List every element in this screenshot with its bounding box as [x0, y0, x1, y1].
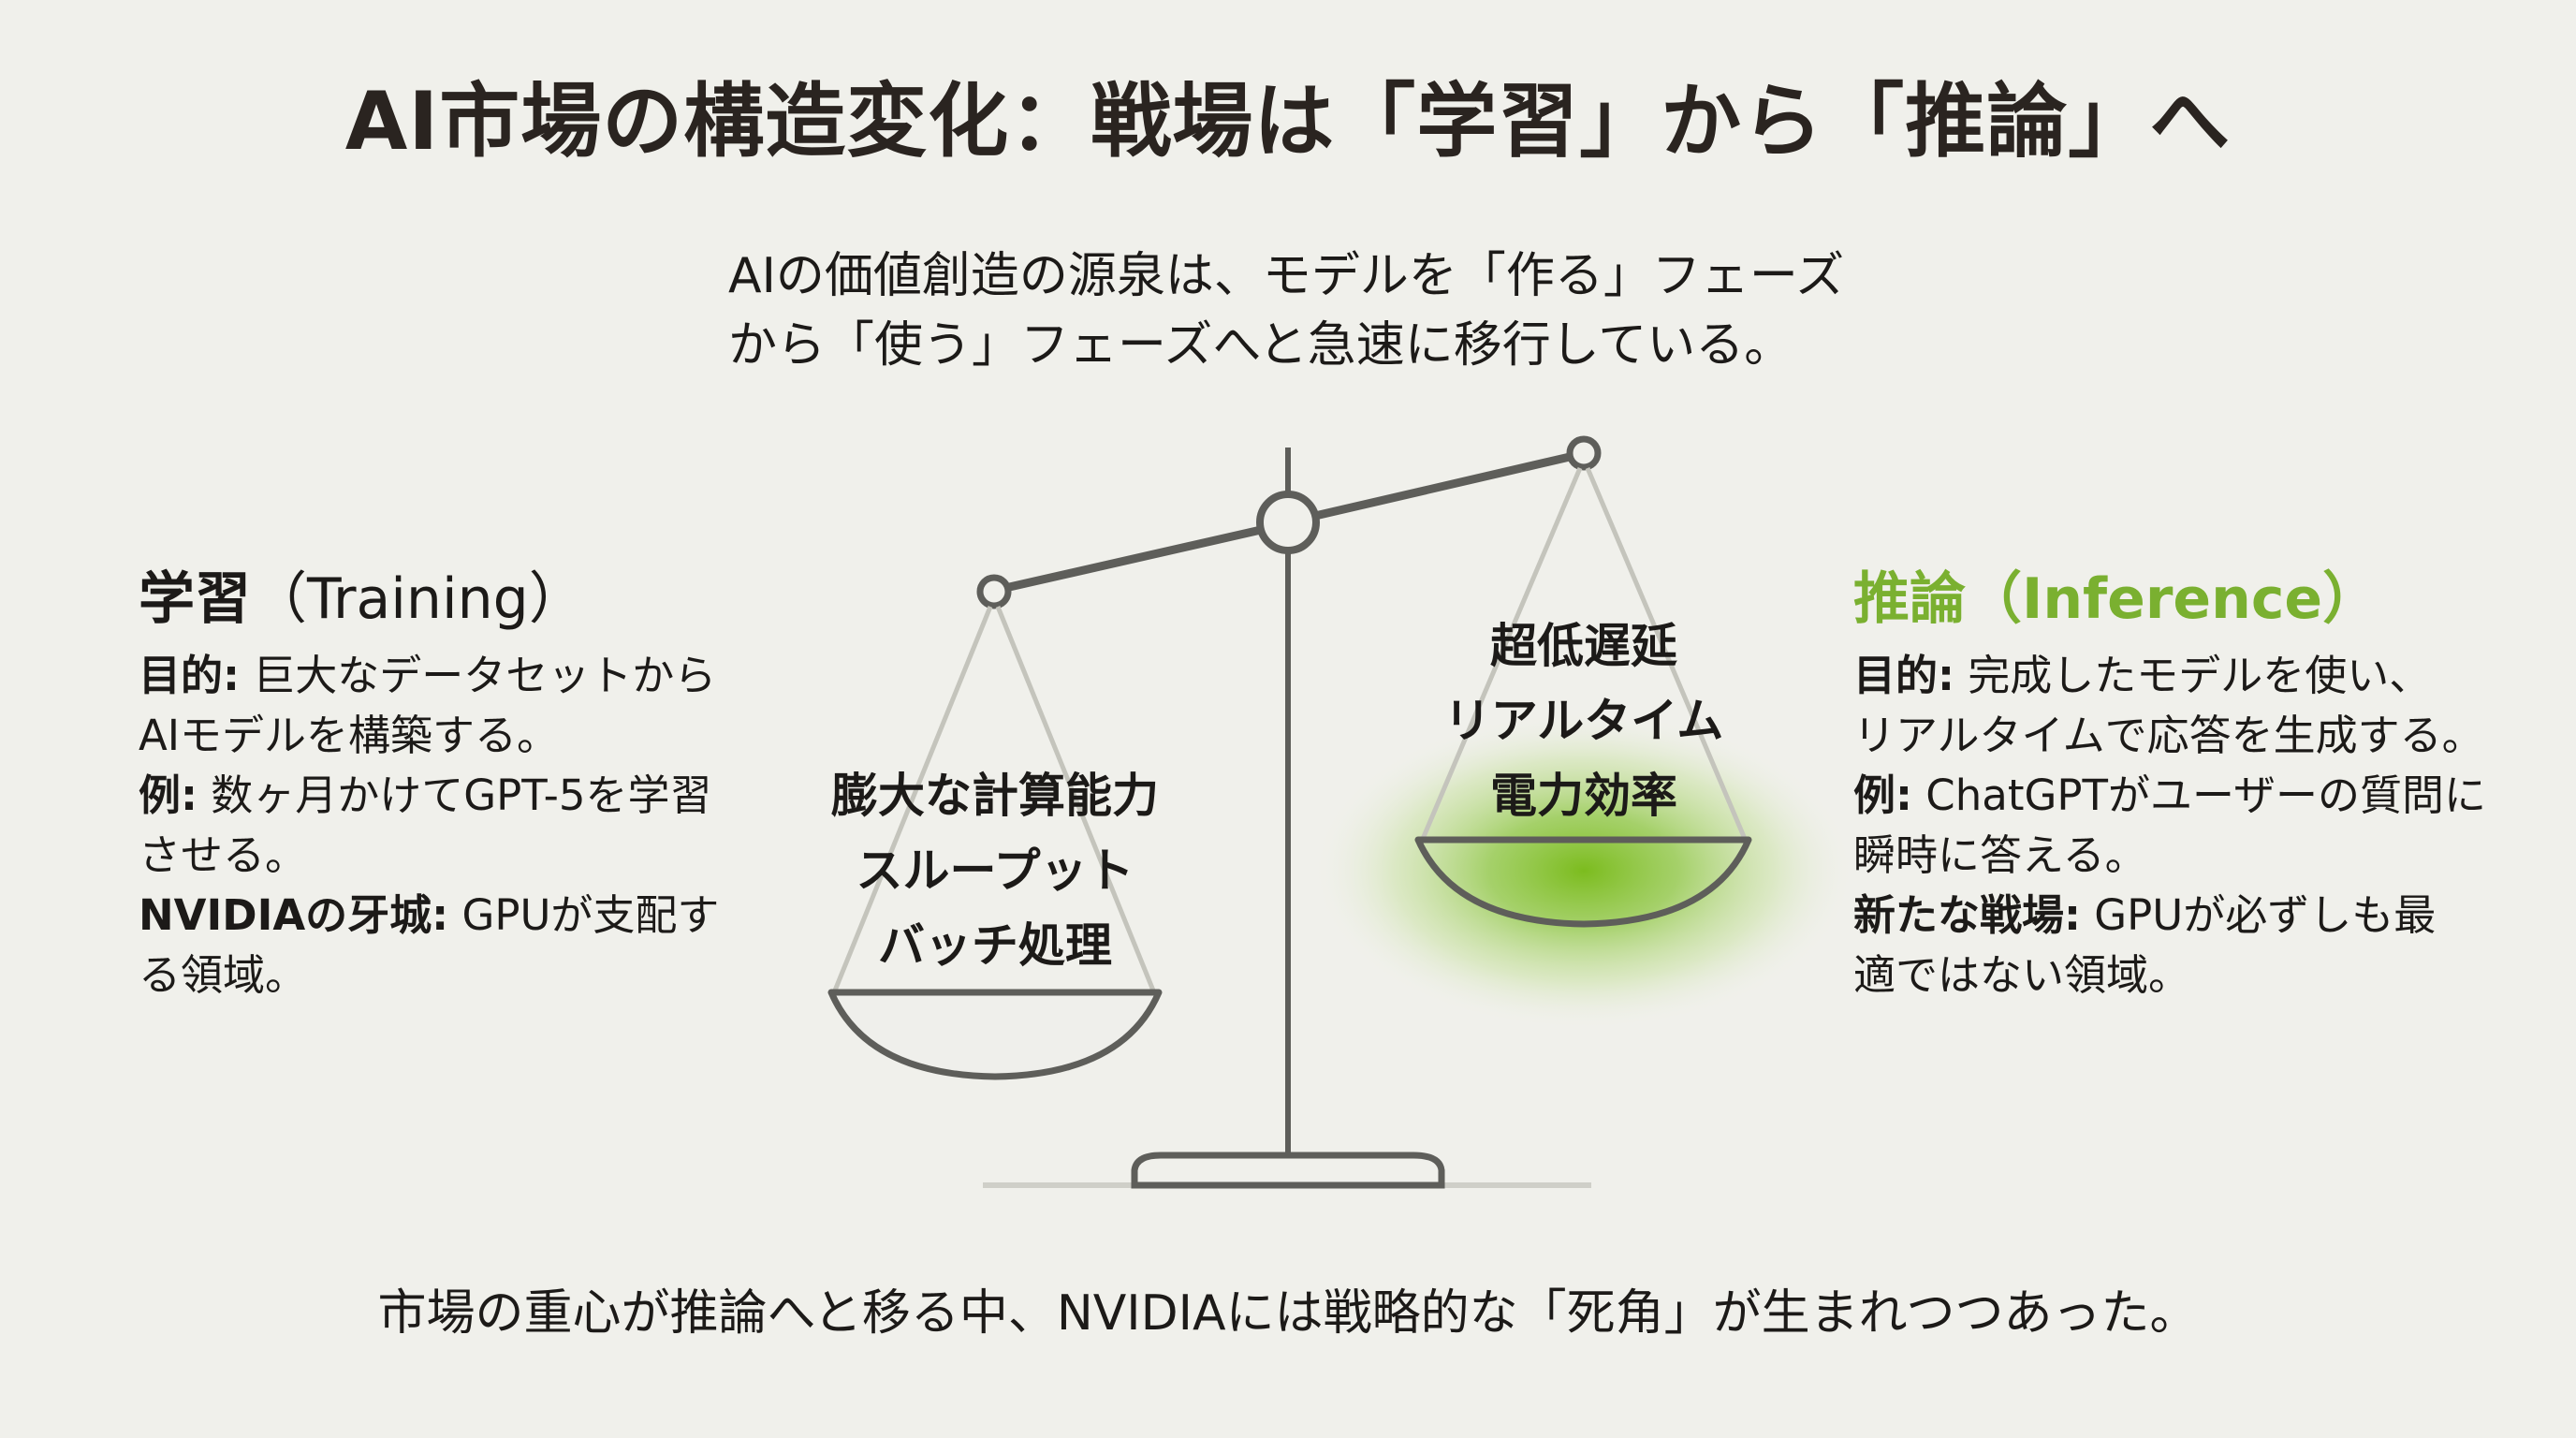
item-text: GPUが支配す: [448, 890, 720, 940]
item-label: 目的:: [139, 651, 240, 700]
inference-glow: [1312, 712, 1855, 1030]
inference-panel: 推論（Inference） 目的: 完成したモデルを使い、 リアルタイムで応答を…: [1853, 562, 2527, 1005]
inference-battlefield: 新たな戦場: GPUが必ずしも最: [1853, 886, 2527, 946]
right-pan-label: 電力効率: [1490, 769, 1677, 823]
training-panel: 学習（Training） 目的: 巨大なデータセットから AIモデルを構築する。…: [139, 562, 756, 1005]
right-pan-labels: 超低遅延 リアルタイム 電力効率: [1397, 609, 1771, 833]
left-pan: [827, 989, 1163, 1080]
footer-conclusion: 市場の重心が推論へと移る中、NVIDIAには戦略的な「死角」が生まれつつあった。: [377, 1285, 2199, 1342]
training-heading-ja: 学習: [139, 566, 251, 632]
left-pan-string-2: [995, 606, 1156, 991]
left-pan-labels: 膨大な計算能力 スループット バッチ処理: [808, 758, 1182, 983]
training-purpose: 目的: 巨大なデータセットから: [139, 646, 756, 706]
left-pan-label: スループット: [856, 844, 1134, 898]
training-example-cont: させる。: [139, 830, 308, 880]
item-label: 例:: [1853, 770, 1912, 820]
training-stronghold: NVIDIAの牙城: GPUが支配す: [139, 886, 756, 946]
right-pan: [1414, 836, 1752, 928]
inference-purpose-cont: リアルタイムで応答を生成する。: [1853, 711, 2484, 760]
item-text: 巨大なデータセットから: [240, 651, 717, 700]
item-label: 新たな戦場:: [1853, 890, 2081, 940]
scale-pivot: [1256, 491, 1320, 554]
scale-right-hook: [1566, 435, 1602, 471]
item-text: GPUが必ずしも最: [2081, 890, 2437, 940]
right-pan-label: 超低遅延: [1490, 619, 1677, 673]
subtitle: AIの価値創造の源泉は、モデルを「作る」フェーズ から「使う」フェーズへと急速に…: [728, 242, 1898, 380]
training-purpose-cont: AIモデルを構築する。: [139, 711, 560, 760]
training-heading: 学習（Training）: [139, 562, 756, 637]
training-example: 例: 数ヶ月かけてGPT-5を学習: [139, 766, 756, 826]
inference-battlefield-cont: 適ではない領域。: [1853, 950, 2191, 1000]
inference-example-cont: 瞬時に答える。: [1853, 830, 2147, 880]
item-label: 例:: [139, 770, 198, 820]
right-pan-label: リアルタイム: [1443, 694, 1724, 748]
scale-base: [1131, 1152, 1445, 1189]
inference-heading: 推論（Inference）: [1853, 562, 2527, 637]
left-pan-label: バッチ処理: [878, 918, 1112, 973]
item-text: 数ヶ月かけてGPT-5を学習: [198, 770, 712, 820]
inference-purpose: 目的: 完成したモデルを使い、: [1853, 646, 2527, 706]
scale-beam-right: [1310, 452, 1574, 521]
training-stronghold-cont: る領域。: [139, 950, 308, 1000]
item-label: NVIDIAの牙城:: [139, 890, 449, 940]
subtitle-line-2: から「使う」フェーズへと急速に移行している。: [728, 317, 1793, 374]
right-pan-string-1: [1420, 467, 1583, 840]
left-pan-label: 膨大な計算能力: [831, 769, 1159, 823]
inference-heading-en: （Inference）: [1966, 566, 2379, 632]
subtitle-line-1: AIの価値創造の源泉は、モデルを「作る」フェーズ: [728, 248, 1845, 304]
scale-beam-left: [1001, 525, 1266, 593]
item-text: 完成したモデルを使い、: [1954, 651, 2432, 700]
item-label: 目的:: [1853, 651, 1954, 700]
right-pan-string-2: [1585, 467, 1748, 840]
training-heading-en: （Training）: [251, 566, 585, 632]
left-pan-string-1: [832, 606, 993, 991]
scale-left-hook: [976, 574, 1012, 609]
inference-heading-ja: 推論: [1853, 566, 1966, 632]
slide-title: AI市場の構造変化：戦場は「学習」から「推論」へ: [344, 75, 2232, 169]
inference-example: 例: ChatGPTがユーザーの質問に: [1853, 766, 2527, 826]
item-text: ChatGPTがユーザーの質問に: [1912, 770, 2487, 820]
